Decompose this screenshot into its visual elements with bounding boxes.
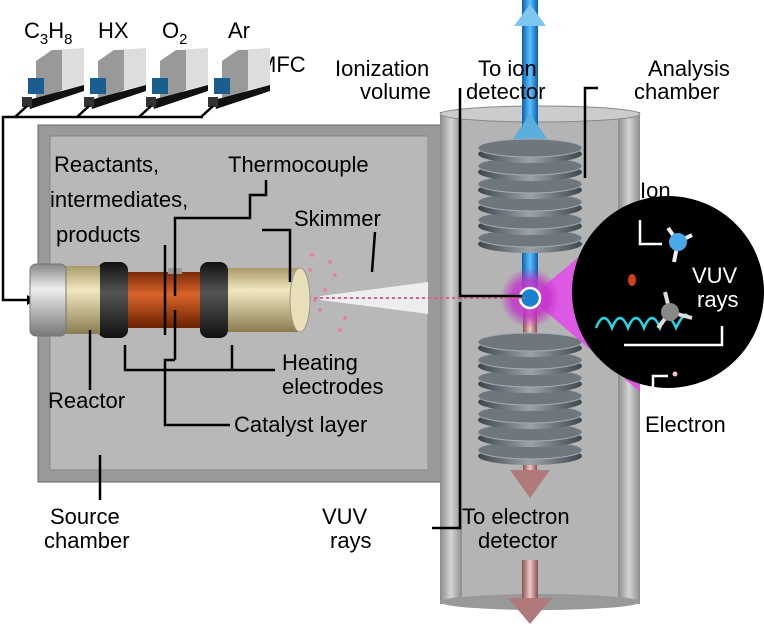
fragment [628,274,636,286]
electrode-ring-top [477,332,583,352]
gas-label-c3h8: C3H8 [24,18,72,48]
electrode-ring-top [477,138,583,158]
analysis-label: Analysis [648,56,730,81]
electron-arrow-icon [510,470,550,498]
reactor [29,262,311,338]
ion-optics-bottom [477,332,583,465]
intermediates-label: intermediates, [50,187,188,212]
source-chamber-label: chamber [44,528,130,553]
electron-label: Electron [645,412,726,437]
neutral-molecule [656,291,693,330]
source-label: Source [50,504,120,529]
analysis-chamber-label: chamber [634,79,720,104]
mfc-unit [84,48,146,109]
gas-label-o2: O2 [162,18,187,48]
ionization-label: Ionization [335,56,429,81]
heating-label: Heating [282,350,358,375]
volume-label: volume [360,79,431,104]
electron-trajectory [594,313,690,332]
ion-detector-label: detector [466,79,546,104]
ion-arrow-icon [512,114,548,140]
reactor-label: Reactor [48,388,125,413]
reactor-end-cap [29,263,67,337]
to-ion-label: To ion [478,56,537,81]
mass-flow-controllers [22,48,270,109]
magnified-inset: VUV rays [572,196,764,402]
mfc-unit [208,48,270,109]
inset-rays-label: rays [697,287,739,312]
mfc-unit [146,48,208,109]
electron-detector-label: detector [478,528,558,553]
ion-optics-top [477,138,583,253]
to-electron-label: To electron [462,504,570,529]
mfc-unit [22,48,84,109]
inset-vuv-label: VUV [692,263,738,288]
rays-label: rays [330,528,372,553]
electrodes-label: electrodes [282,374,384,399]
gas-label-ar: Ar [228,18,250,43]
vuv-label: VUV [322,504,368,529]
reactants-label: Reactants, [54,152,159,177]
ion-molecule [666,226,693,263]
leader-lines [88,86,598,530]
thermocouple-label: Thermocouple [228,152,369,177]
products-label: products [56,222,140,247]
heating-electrode [200,262,228,338]
heating-electrode [98,262,128,338]
skimmer-label: Skimmer [294,206,381,231]
ionization-volume [518,286,542,310]
labels: Reactants, intermediates, products Therm… [44,56,730,553]
catalyst-label: Catalyst layer [234,412,367,437]
electron-dot [672,371,678,377]
gas-label-hx: HX [98,18,129,43]
ion-label: Ion [640,178,671,203]
ion-exit-arrow-icon [514,4,546,26]
electron-exit-arrow-icon [508,598,552,624]
